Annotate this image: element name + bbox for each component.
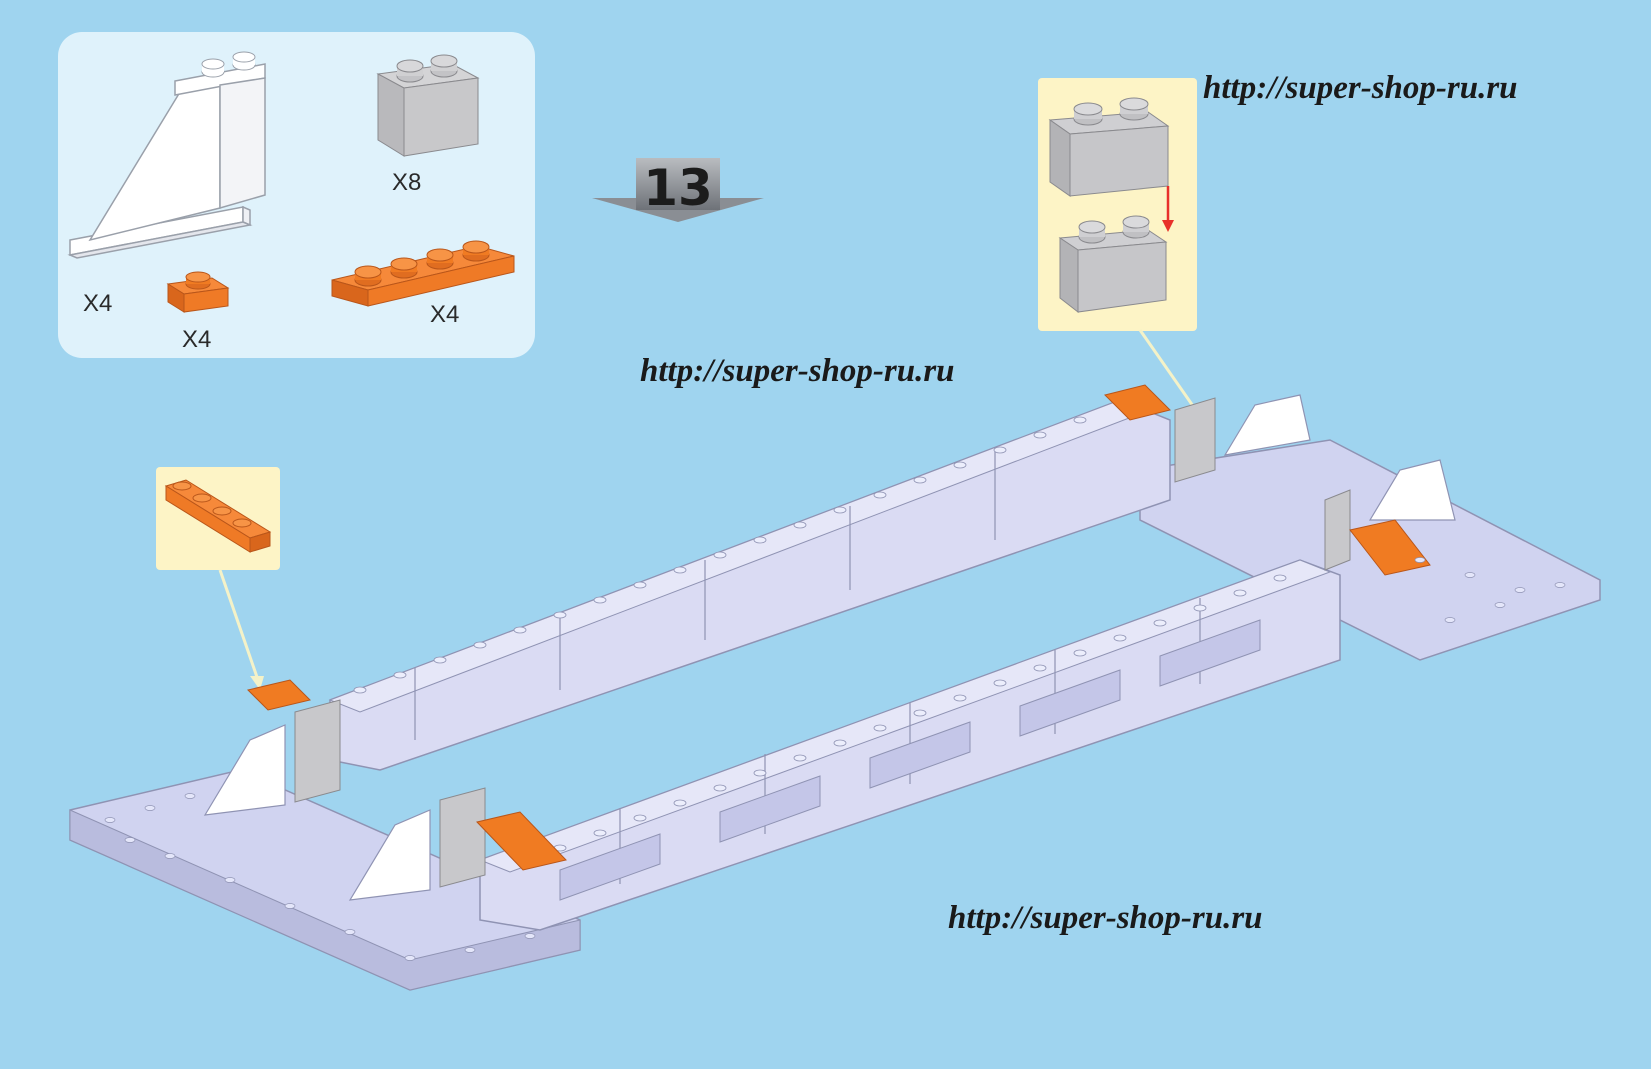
grey-brick-stack-icon (1048, 97, 1174, 314)
tail-fin-brick-icon (67, 51, 266, 259)
orange-plate-1x4-qty: X4 (430, 301, 460, 328)
grey-brick-1x2-icon (376, 54, 480, 157)
step-badge: 13 (592, 158, 764, 222)
orange-plate-1x4-icon (331, 240, 515, 307)
grey-brick-qty: X8 (392, 169, 422, 196)
tail-fin-qty: X4 (83, 290, 113, 317)
orange-plate-1x4-callout-icon (164, 479, 272, 553)
orange-plate-1x1-qty: X4 (182, 326, 212, 353)
watermark-url-bottom: http://super-shop-ru.ru (948, 900, 1263, 936)
watermark-url-center: http://super-shop-ru.ru (640, 353, 955, 389)
orange-plate-1x1-icon (166, 271, 230, 313)
watermark-url-top-right: http://super-shop-ru.ru (1203, 70, 1518, 106)
step-arrow-icon (592, 158, 764, 222)
step-number: 13 (643, 159, 713, 217)
